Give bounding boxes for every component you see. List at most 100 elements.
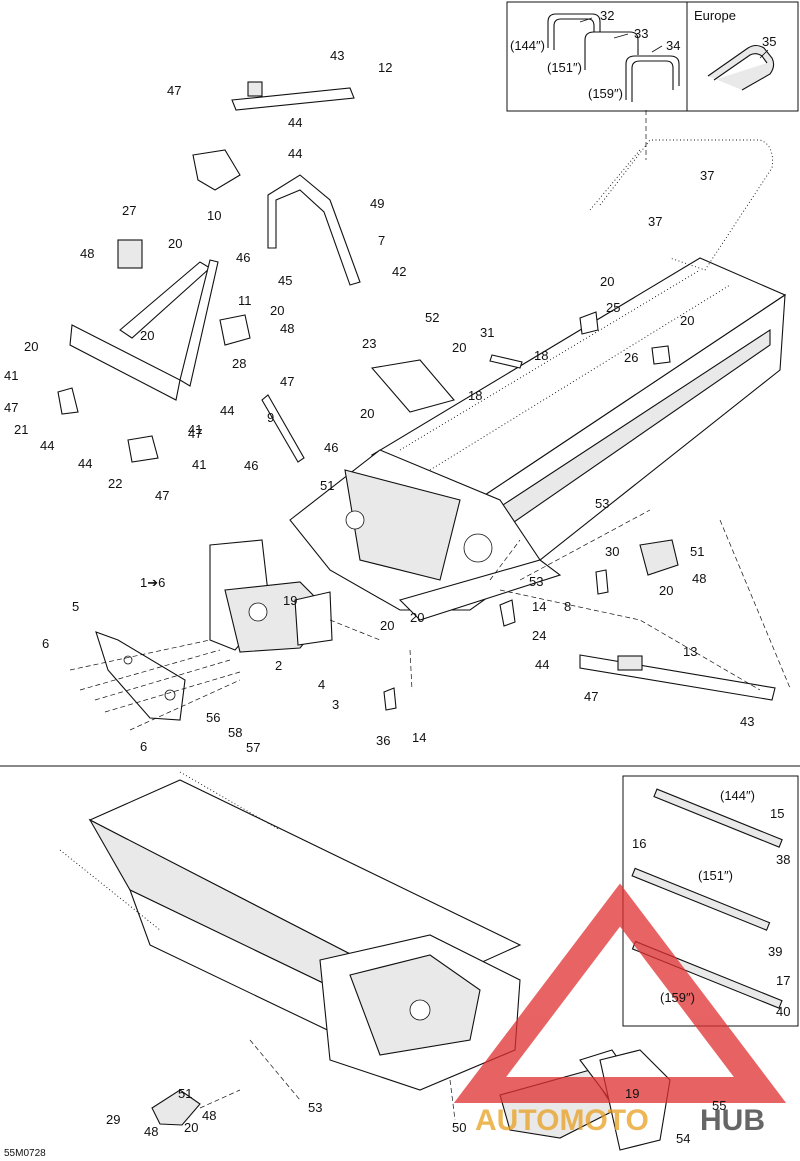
upper-callout-48: 36 xyxy=(376,733,390,748)
inset-bottom-variant-159: (159″) xyxy=(660,990,695,1005)
bracket-8 xyxy=(595,569,609,595)
bracket-28 xyxy=(219,314,251,346)
upper-callout-71: 14 xyxy=(532,599,546,614)
upper-callout-68: 53 xyxy=(529,574,543,589)
inset-top-variant-159: (159″) xyxy=(588,86,623,101)
upper-chassis-tunnel xyxy=(289,257,787,621)
upper-callout-19: 20 xyxy=(24,339,38,354)
upper-callout-74: 13 xyxy=(683,644,697,659)
upper-callout-55: 26 xyxy=(624,350,638,365)
assembly-leaders xyxy=(69,110,791,731)
upper-callout-61: 18 xyxy=(468,388,482,403)
watermark-text-right: HUB xyxy=(700,1104,765,1137)
inset-box-bumpers xyxy=(506,1,799,112)
upper-callout-51: 37 xyxy=(648,214,662,229)
upper-callout-43: 56 xyxy=(206,710,220,725)
upper-callout-44: 58 xyxy=(228,725,242,740)
lower-callout-7: 19 xyxy=(625,1086,639,1101)
upper-callout-73: 44 xyxy=(535,657,549,672)
lower-callout-6: 50 xyxy=(452,1120,466,1135)
upper-callout-65: 51 xyxy=(690,544,704,559)
upper-callout-4: 10 xyxy=(207,208,221,223)
upper-callout-13: 42 xyxy=(392,264,406,279)
lower-callout-9: 54 xyxy=(676,1131,690,1146)
upper-callout-11: 46 xyxy=(236,250,250,265)
upper-callout-62: 20 xyxy=(360,406,374,421)
upper-callout-20: 47 xyxy=(280,374,294,389)
bracket-36 xyxy=(383,687,397,711)
upper-callout-29: 46 xyxy=(324,440,338,455)
upper-callout-54: 20 xyxy=(680,313,694,328)
upper-callout-57: 52 xyxy=(425,310,439,325)
upper-callout-59: 20 xyxy=(452,340,466,355)
upper-callout-28: 46 xyxy=(244,458,258,473)
upper-callout-27: 44 xyxy=(220,403,234,418)
upper-callout-34: 41 xyxy=(192,457,206,472)
watermark-triangle-icon xyxy=(453,883,787,1103)
brace-9 xyxy=(261,394,305,463)
bracket-26 xyxy=(651,345,671,365)
inset-top-variant-151: (151″) xyxy=(547,60,582,75)
lower-callout-8: 55 xyxy=(712,1098,726,1113)
upper-callout-38: 6 xyxy=(42,636,49,651)
upper-callout-10: 48 xyxy=(80,246,94,261)
rear-bumper-outline xyxy=(599,139,773,271)
automotohub-watermark: AUTOMOTO HUB xyxy=(453,883,787,1137)
bracket-24 xyxy=(499,599,516,627)
side-plate xyxy=(95,631,186,721)
upper-callout-14: 11 xyxy=(238,293,252,308)
lower-callout-0: 51 xyxy=(178,1086,192,1101)
inset-bottom-callout-39: 39 xyxy=(768,944,782,959)
inset-top-callout-35: 35 xyxy=(762,34,776,49)
bracket-22 xyxy=(127,435,159,463)
upper-callout-58: 31 xyxy=(480,325,494,340)
upper-callout-60: 18 xyxy=(534,348,548,363)
upper-callout-72: 24 xyxy=(532,628,546,643)
inset-top-callout-33: 33 xyxy=(634,26,648,41)
inset-top-variant-144: (144″) xyxy=(510,38,545,53)
lower-callout-4: 20 xyxy=(184,1120,198,1135)
upper-callout-21: 41 xyxy=(4,368,18,383)
upper-callout-64: 30 xyxy=(605,544,619,559)
upper-callout-31: 47 xyxy=(188,426,202,441)
upper-callout-15: 20 xyxy=(270,303,284,318)
upper-callout-66: 48 xyxy=(692,571,706,586)
inset-top-callout-34: 34 xyxy=(666,38,680,53)
footrest-30 xyxy=(639,539,679,576)
upper-callout-23: 21 xyxy=(14,422,28,437)
upper-callout-30: 51 xyxy=(320,478,334,493)
upper-callout-24: 44 xyxy=(40,438,54,453)
upper-callout-6: 49 xyxy=(370,196,384,211)
lower-chassis-view xyxy=(59,771,671,1151)
lower-callout-2: 29 xyxy=(106,1112,120,1127)
upper-callout-17: 20 xyxy=(140,328,154,343)
inset-bottom-variant-144: (144″) xyxy=(720,788,755,803)
bracket-10 xyxy=(192,149,241,191)
upper-callout-2: 47 xyxy=(167,83,181,98)
lower-callout-5: 53 xyxy=(308,1100,322,1115)
upper-callout-53: 25 xyxy=(606,300,620,315)
steering-hoop xyxy=(267,174,361,286)
upper-callout-5: 44 xyxy=(288,146,302,161)
upper-callout-7: 7 xyxy=(378,233,385,248)
upper-callout-36: 1➔6 xyxy=(140,575,165,590)
lower-callout-3: 48 xyxy=(144,1124,158,1139)
bracket-25 xyxy=(579,311,599,335)
upper-callout-75: 47 xyxy=(584,689,598,704)
upper-callout-42: 3 xyxy=(332,697,339,712)
inset-bottom-callout-15: 15 xyxy=(770,806,784,821)
upper-callout-16: 48 xyxy=(280,321,294,336)
upper-callout-45: 57 xyxy=(246,740,260,755)
upper-callout-9: 20 xyxy=(168,236,182,251)
upper-callout-3: 44 xyxy=(288,115,302,130)
inset-bottom-callout-40: 40 xyxy=(776,1004,790,1019)
rear-arm-block xyxy=(617,655,643,671)
bracket-21 xyxy=(57,387,79,415)
inset-top-callout-32: 32 xyxy=(600,8,614,23)
inset-bottom-callout-17: 17 xyxy=(776,973,790,988)
upper-callout-35: 47 xyxy=(155,488,169,503)
upper-callout-25: 9 xyxy=(267,410,274,425)
